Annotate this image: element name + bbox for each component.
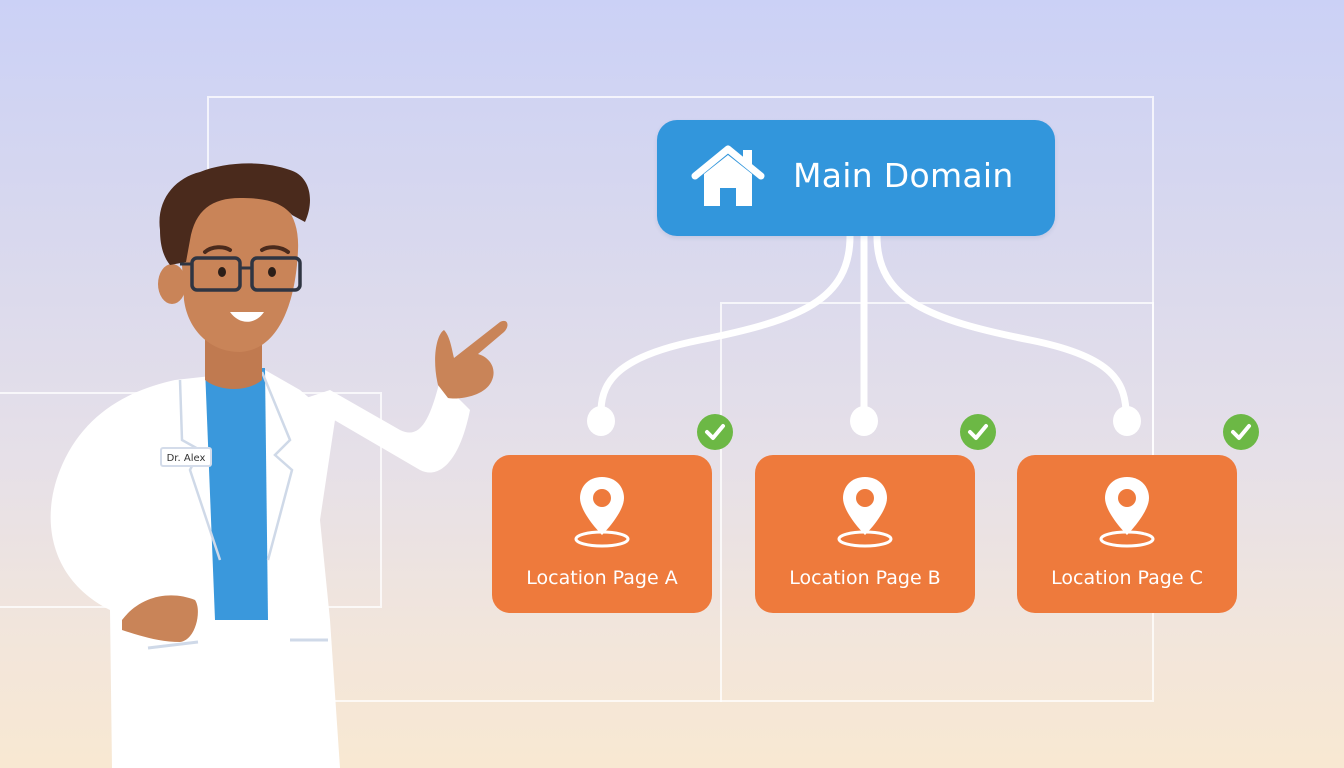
location-node-c[interactable]: Location Page C xyxy=(1017,455,1237,613)
name-tag: Dr. Alex xyxy=(160,447,212,467)
location-node-b[interactable]: Location Page B xyxy=(755,455,975,613)
location-label: Location Page A xyxy=(526,567,678,589)
check-badge-b xyxy=(960,414,996,450)
location-label: Location Page B xyxy=(789,567,941,589)
location-node-a[interactable]: Location Page A xyxy=(492,455,712,613)
map-pin-icon xyxy=(574,477,630,548)
check-icon xyxy=(705,424,725,440)
background-frame-bottom xyxy=(320,606,722,702)
main-domain-node[interactable]: Main Domain xyxy=(657,120,1055,236)
check-icon xyxy=(968,424,988,440)
check-icon xyxy=(1231,424,1251,440)
map-pin-icon xyxy=(1099,477,1155,548)
location-label: Location Page C xyxy=(1051,567,1203,589)
main-domain-label: Main Domain xyxy=(793,156,1014,195)
check-badge-c xyxy=(1223,414,1259,450)
doctor-character xyxy=(50,163,508,768)
home-icon xyxy=(691,145,765,206)
map-pin-icon xyxy=(837,477,893,548)
check-badge-a xyxy=(697,414,733,450)
